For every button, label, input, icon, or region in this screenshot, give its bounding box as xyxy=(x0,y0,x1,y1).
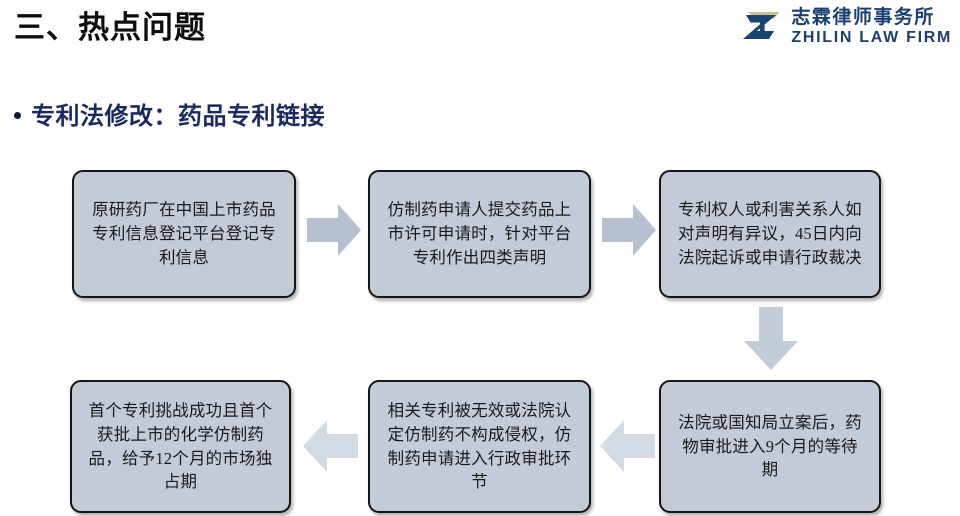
flow-step-text: 首个专利挑战成功且首个获批上市的化学仿制药品，给予12个月的市场独占期 xyxy=(88,400,273,492)
logo-text-block: 志霖律师事务所 ZHILIN LAW FIRM xyxy=(791,8,952,46)
flow-step-text: 仿制药申请人提交药品上市许可申请时，针对平台专利作出四类声明 xyxy=(387,200,572,267)
flow-step-box: 原研药厂在中国上市药品专利信息登记平台登记专利信息 xyxy=(72,170,296,298)
flow-step-text: 专利权人或利害关系人如对声明有异议，45日内向法院起诉或申请行政裁决 xyxy=(678,200,862,267)
page-title: 三、热点问题 xyxy=(14,10,206,45)
arrow-right-icon xyxy=(602,204,656,256)
flow-step-box: 仿制药申请人提交药品上市许可申请时，针对平台专利作出四类声明 xyxy=(368,170,591,298)
flow-step-box: 首个专利挑战成功且首个获批上市的化学仿制药品，给予12个月的市场独占期 xyxy=(70,380,291,513)
logo-name-cn: 志霖律师事务所 xyxy=(791,7,935,28)
flow-step-text: 法院或国知局立案后，药物审批进入9个月的等待期 xyxy=(678,412,862,480)
arrow-left-icon xyxy=(303,420,358,472)
flow-step-box: 法院或国知局立案后，药物审批进入9个月的等待期 xyxy=(659,380,881,513)
arrow-left-icon xyxy=(600,420,655,472)
flow-step-box: 专利权人或利害关系人如对声明有异议，45日内向法院起诉或申请行政裁决 xyxy=(659,170,881,298)
logo-name-en: ZHILIN LAW FIRM xyxy=(791,29,952,46)
bullet-heading: 专利法修改：药品专利链接 xyxy=(14,96,325,131)
flow-step-text: 原研药厂在中国上市药品专利信息登记平台登记专利信息 xyxy=(92,200,276,267)
zhilin-z-monogram-icon xyxy=(743,12,780,39)
bullet-dot-icon xyxy=(14,111,21,119)
arrow-down-icon xyxy=(744,307,798,370)
flow-step-box: 相关专利被无效或法院认定仿制药不构成侵权，仿制药申请进入行政审批环节 xyxy=(368,380,591,513)
bullet-heading-label: 专利法修改：药品专利链接 xyxy=(31,103,325,130)
brand-logo: 志霖律师事务所 ZHILIN LAW FIRM xyxy=(738,8,952,46)
arrow-right-icon xyxy=(307,204,361,256)
flow-step-text: 相关专利被无效或法院认定仿制药不构成侵权，仿制药申请进入行政审批环节 xyxy=(387,400,572,492)
